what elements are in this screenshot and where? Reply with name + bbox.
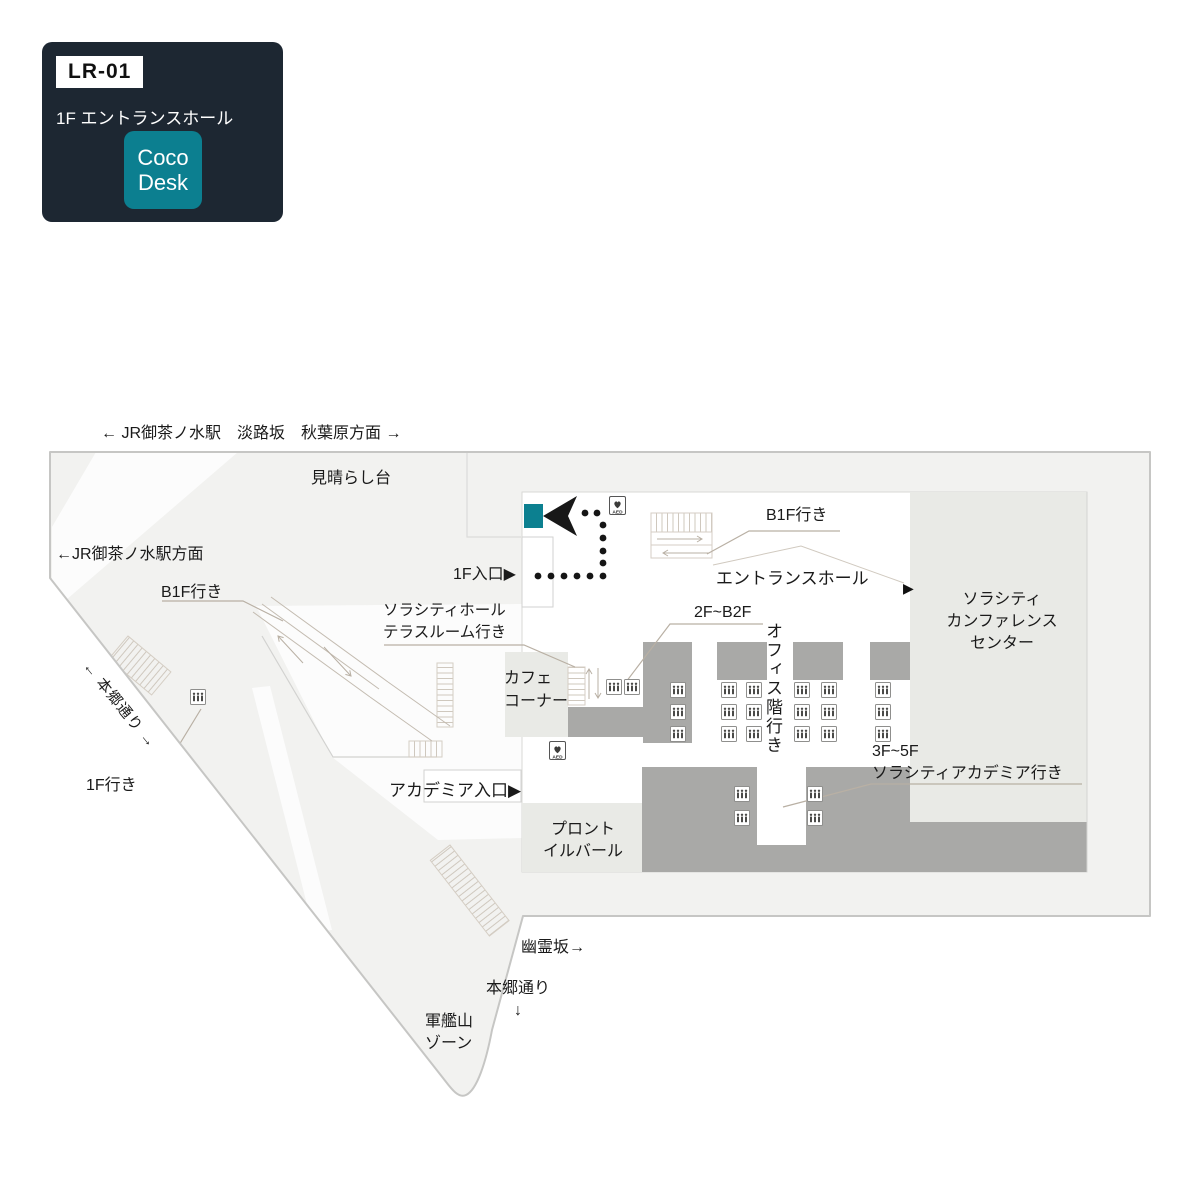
- label-cafe-corner: カフェ コーナー: [504, 670, 569, 710]
- label-academia-entrance: アカデミア入口▶: [389, 781, 522, 800]
- elevator-icon: [721, 726, 737, 742]
- label-gunkanyama: 軍艦山 ゾーン: [425, 1013, 474, 1052]
- booth-location: 1F エントランスホール: [56, 109, 234, 128]
- academia-entrance-corridor: [423, 769, 522, 803]
- location-card: LR-01 1F エントランスホール Coco Desk: [42, 42, 283, 222]
- label-pronto: プロント イルバール: [542, 821, 623, 860]
- elevator-icon: [746, 704, 762, 720]
- label-hongo-street-bottom: 本郷通り ↓: [485, 980, 550, 1019]
- conference-center-area: [910, 492, 1087, 822]
- label-yureizaka: 幽霊坂→: [521, 939, 586, 956]
- side-path: [252, 686, 332, 932]
- cocodesk-booth-marker: [524, 504, 543, 528]
- deck-outline: [466, 452, 521, 538]
- elevator-icon: [746, 726, 762, 742]
- elevator-icon: [875, 704, 891, 720]
- stairs-yureizaka: [429, 844, 510, 937]
- elevator-icon: [734, 786, 750, 802]
- elevator-icon: [734, 810, 750, 826]
- map-border: [49, 451, 1151, 1097]
- booth-id-badge: LR-01: [56, 56, 144, 88]
- label-street-top: ← JR御茶ノ水駅 淡路坂 秋葉原方面 →: [101, 425, 402, 442]
- elevator-icon: [624, 679, 640, 695]
- elevator-icon: [721, 704, 737, 720]
- elevator-icon: [821, 682, 837, 698]
- label-b1f-right: B1F行き: [766, 507, 828, 524]
- wall-line: [261, 635, 437, 758]
- awajizaka-road: [52, 452, 238, 612]
- conference-entrance-arrow-icon: ▶: [903, 580, 914, 596]
- label-2f-b2f: 2F~B2F: [694, 604, 752, 621]
- elevator-icon: [794, 704, 810, 720]
- cocodesk-logo-line1: Coco: [137, 145, 189, 170]
- cafe-corner-area: [505, 652, 568, 737]
- elevator-icon: [875, 682, 891, 698]
- ramp-line: [712, 545, 905, 584]
- elevator-icon: [875, 726, 891, 742]
- label-solacity-hall: ソラシティホール テラスルーム行き: [383, 602, 507, 641]
- elevator-icon: [746, 682, 762, 698]
- elevator-icon: [807, 786, 823, 802]
- label-1f-yuki: 1F行き: [86, 777, 137, 794]
- stairs-hongo: [108, 635, 172, 696]
- elevator-icon: [794, 726, 810, 742]
- elevator-icon: [670, 704, 686, 720]
- elevator-icon: [807, 810, 823, 826]
- escalator-b1f: [252, 596, 451, 742]
- elevator-icon: [670, 682, 686, 698]
- label-b1f-left: B1F行き: [161, 584, 223, 601]
- label-academia-elevator: 3F~5F ソラシティアカデミア行き: [872, 743, 1063, 782]
- elevator-icon: [670, 726, 686, 742]
- stairs-terrace: [408, 662, 454, 758]
- label-jr-direction: ←JR御茶ノ水駅方面: [56, 546, 204, 563]
- label-office-floors: オフィス階行き: [763, 622, 782, 755]
- walking-route-dots: [534, 509, 607, 580]
- label-conference-center: ソラシティ カンファレンス センター: [946, 591, 1058, 652]
- elevator-icon: [821, 726, 837, 742]
- stairs-cafe: [567, 666, 602, 706]
- elevator-icon: [190, 689, 206, 705]
- route-arrow-icon: [543, 496, 577, 536]
- entrance-vestibule: [521, 536, 554, 608]
- cocodesk-logo-line2: Desk: [137, 170, 189, 195]
- elevator-icon: [721, 682, 737, 698]
- elevator-icon: [794, 682, 810, 698]
- aed-icon: [609, 496, 626, 516]
- label-entrance-hall: エントランスホール: [716, 569, 869, 588]
- label-miharashidai: 見晴らし台: [311, 470, 392, 487]
- cocodesk-logo: Coco Desk: [124, 131, 202, 209]
- elevator-icon: [606, 679, 622, 695]
- label-1f-entrance: 1F入口▶: [453, 566, 516, 583]
- elevator-icon: [821, 704, 837, 720]
- stairs-b1f-right: [650, 512, 713, 559]
- aed-icon: [549, 741, 566, 761]
- pronto-area: [522, 803, 643, 872]
